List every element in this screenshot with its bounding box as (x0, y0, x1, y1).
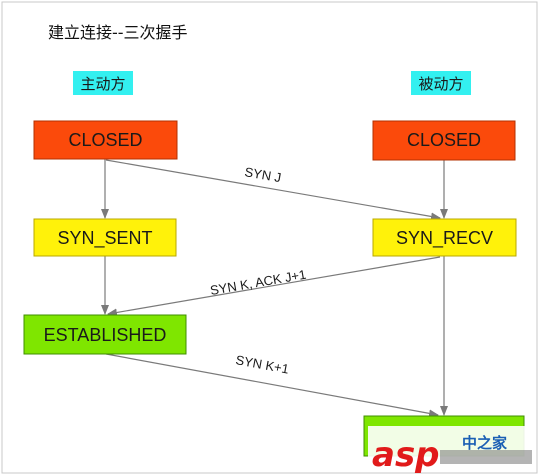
client-closed-label: CLOSED (68, 130, 142, 150)
diagram-title: 建立连接--三次握手 (48, 23, 188, 42)
watermark-subtitle-strip (440, 450, 532, 464)
watermark-brand: asp (372, 435, 440, 475)
ack-label: SYN K+1 (234, 352, 290, 376)
server-closed-label: CLOSED (407, 130, 481, 150)
client-role-bg (73, 71, 133, 95)
syn-ack-arrow (107, 256, 441, 317)
server-closed-box: CLOSED (372, 120, 516, 161)
syn-label: SYN J (243, 164, 282, 185)
server-role-label: 被动方 (418, 75, 463, 93)
server-role-bg (411, 71, 471, 95)
syn-sent-label: SYN_SENT (57, 228, 152, 249)
client-closed-box: CLOSED (33, 120, 178, 160)
watermark-site: 中之家 (462, 434, 507, 452)
syn-sent-box: SYN_SENT (33, 218, 177, 257)
client-role-label: 主动方 (80, 75, 125, 93)
syn-arrow (105, 159, 441, 221)
syn-ack-label: SYN K, ACK J+1 (209, 267, 307, 298)
syn-recv-label: SYN_RECV (396, 228, 493, 249)
syn-recv-box: SYN_RECV (372, 218, 517, 257)
client-established-box: ESTABLISHED (23, 314, 187, 355)
site-watermark: asp 中之家 (368, 426, 532, 475)
client-established-label: ESTABLISHED (44, 325, 167, 345)
ack-arrow (105, 353, 439, 418)
